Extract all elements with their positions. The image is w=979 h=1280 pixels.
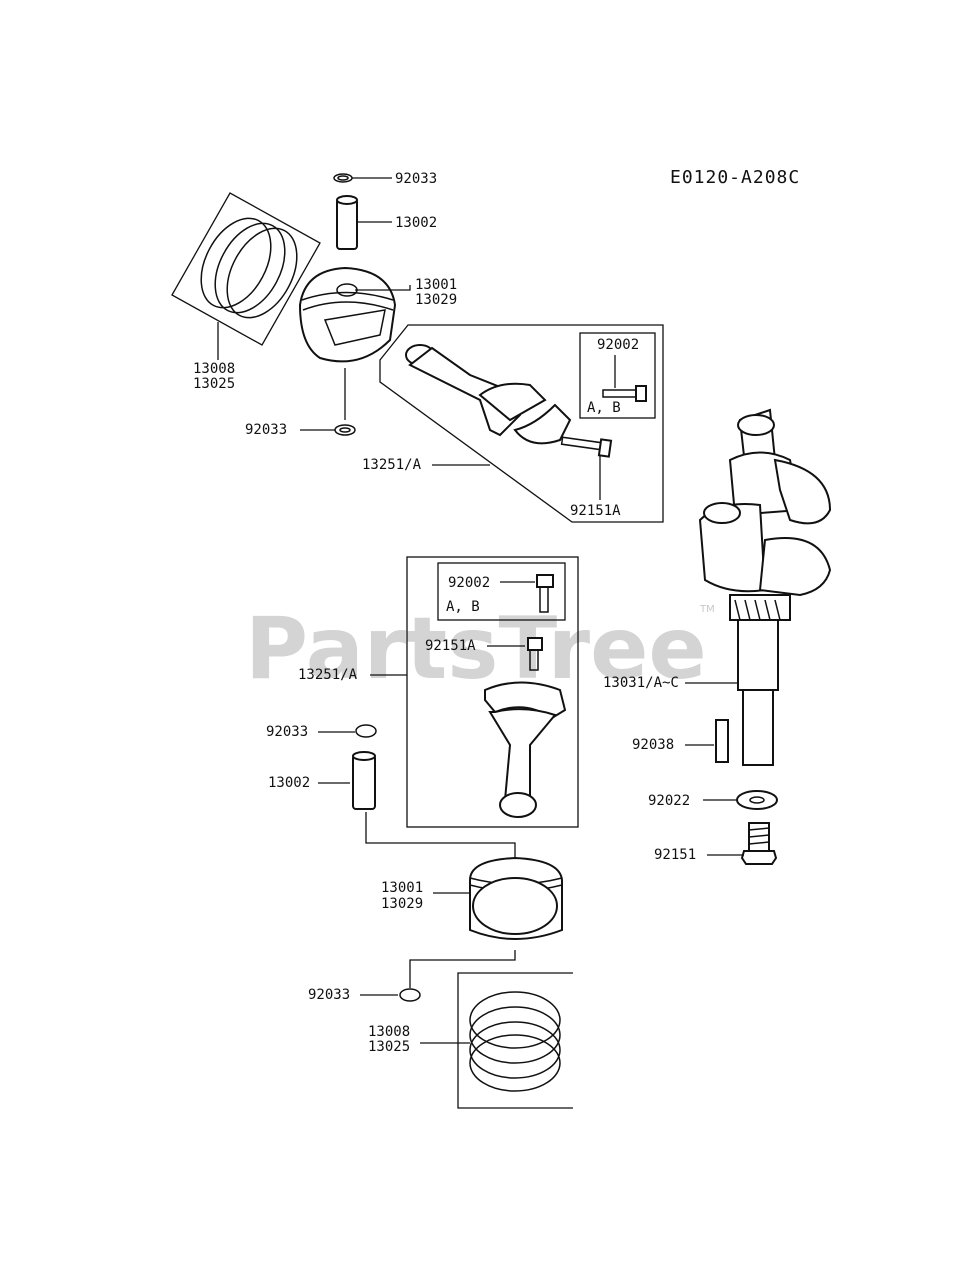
connecting-rod-bottom-part[interactable] bbox=[484, 681, 567, 818]
circlip-upper-bottom-part[interactable] bbox=[355, 724, 377, 738]
bolt-92002-top-part[interactable] bbox=[602, 385, 647, 402]
label-top-rod-bolt[interactable]: 92151A bbox=[570, 503, 621, 519]
label-crankshaft[interactable]: 13031/A~C bbox=[603, 675, 679, 691]
rod-bolt-92151a-bottom-part[interactable] bbox=[527, 637, 543, 671]
label-bot-rod-bolt[interactable]: 92151A bbox=[425, 638, 476, 654]
label-top-pin[interactable]: 13002 bbox=[395, 215, 437, 231]
label-bot-rings-a[interactable]: 13008 bbox=[368, 1024, 410, 1040]
bolt-box-top bbox=[579, 332, 656, 419]
watermark-tm: TM bbox=[699, 604, 715, 615]
label-top-piston-b[interactable]: 13029 bbox=[415, 292, 457, 308]
rings-box-bottom bbox=[457, 972, 573, 1109]
label-bot-piston-a[interactable]: 13001 bbox=[381, 880, 423, 896]
circlip-lower-bottom-part[interactable] bbox=[399, 988, 421, 1002]
piston-bottom-part[interactable] bbox=[469, 856, 563, 940]
circlip-lower-part[interactable] bbox=[334, 424, 356, 436]
label-top-bolt-box[interactable]: 92002 bbox=[597, 337, 639, 353]
piston-rings-part[interactable] bbox=[187, 207, 311, 330]
piston-pin-part[interactable] bbox=[336, 195, 358, 250]
watermark: PartsTree bbox=[245, 599, 707, 699]
label-top-circlip-upper[interactable]: 92033 bbox=[395, 171, 437, 187]
label-washer[interactable]: 92022 bbox=[648, 793, 690, 809]
circlip-upper-part[interactable] bbox=[333, 173, 353, 183]
bolt-box-bottom bbox=[437, 562, 566, 621]
crankshaft-part[interactable] bbox=[698, 408, 832, 766]
piston-rings-bottom-part[interactable] bbox=[469, 991, 561, 1092]
label-bot-rings-b[interactable]: 13025 bbox=[368, 1039, 410, 1055]
rings-box bbox=[171, 192, 321, 346]
rod-bolt-92151a-top-part[interactable] bbox=[560, 436, 613, 458]
label-top-bolt-box-ab[interactable]: A, B bbox=[587, 400, 621, 416]
key-part[interactable] bbox=[715, 719, 729, 763]
rod-box bbox=[379, 324, 664, 523]
crank-bolt-part[interactable] bbox=[740, 822, 778, 865]
connecting-rod-top-part[interactable] bbox=[405, 344, 572, 445]
label-top-piston-a[interactable]: 13001 bbox=[415, 277, 457, 293]
label-bot-bolt-box[interactable]: 92002 bbox=[448, 575, 490, 591]
label-top-circlip-lower[interactable]: 92033 bbox=[245, 422, 287, 438]
label-bot-circlip-lower[interactable]: 92033 bbox=[308, 987, 350, 1003]
label-key[interactable]: 92038 bbox=[632, 737, 674, 753]
label-bot-rod[interactable]: 13251/A bbox=[298, 667, 358, 683]
bolt-92002-bottom-part[interactable] bbox=[536, 574, 554, 613]
piston-part[interactable] bbox=[298, 266, 397, 363]
label-bot-piston-b[interactable]: 13029 bbox=[381, 896, 423, 912]
label-top-rod[interactable]: 13251/A bbox=[362, 457, 422, 473]
washer-part[interactable] bbox=[736, 790, 778, 810]
label-bot-bolt-box-ab[interactable]: A, B bbox=[446, 599, 480, 615]
piston-pin-bottom-part[interactable] bbox=[352, 751, 376, 810]
diagram-code: E0120-A208C bbox=[670, 167, 800, 188]
rod-box-bottom bbox=[406, 556, 579, 828]
label-bot-circlip-upper[interactable]: 92033 bbox=[266, 724, 308, 740]
label-crank-bolt[interactable]: 92151 bbox=[654, 847, 696, 863]
label-top-rings-b[interactable]: 13025 bbox=[193, 376, 235, 392]
label-top-rings-a[interactable]: 13008 bbox=[193, 361, 235, 377]
label-bot-pin[interactable]: 13002 bbox=[268, 775, 310, 791]
